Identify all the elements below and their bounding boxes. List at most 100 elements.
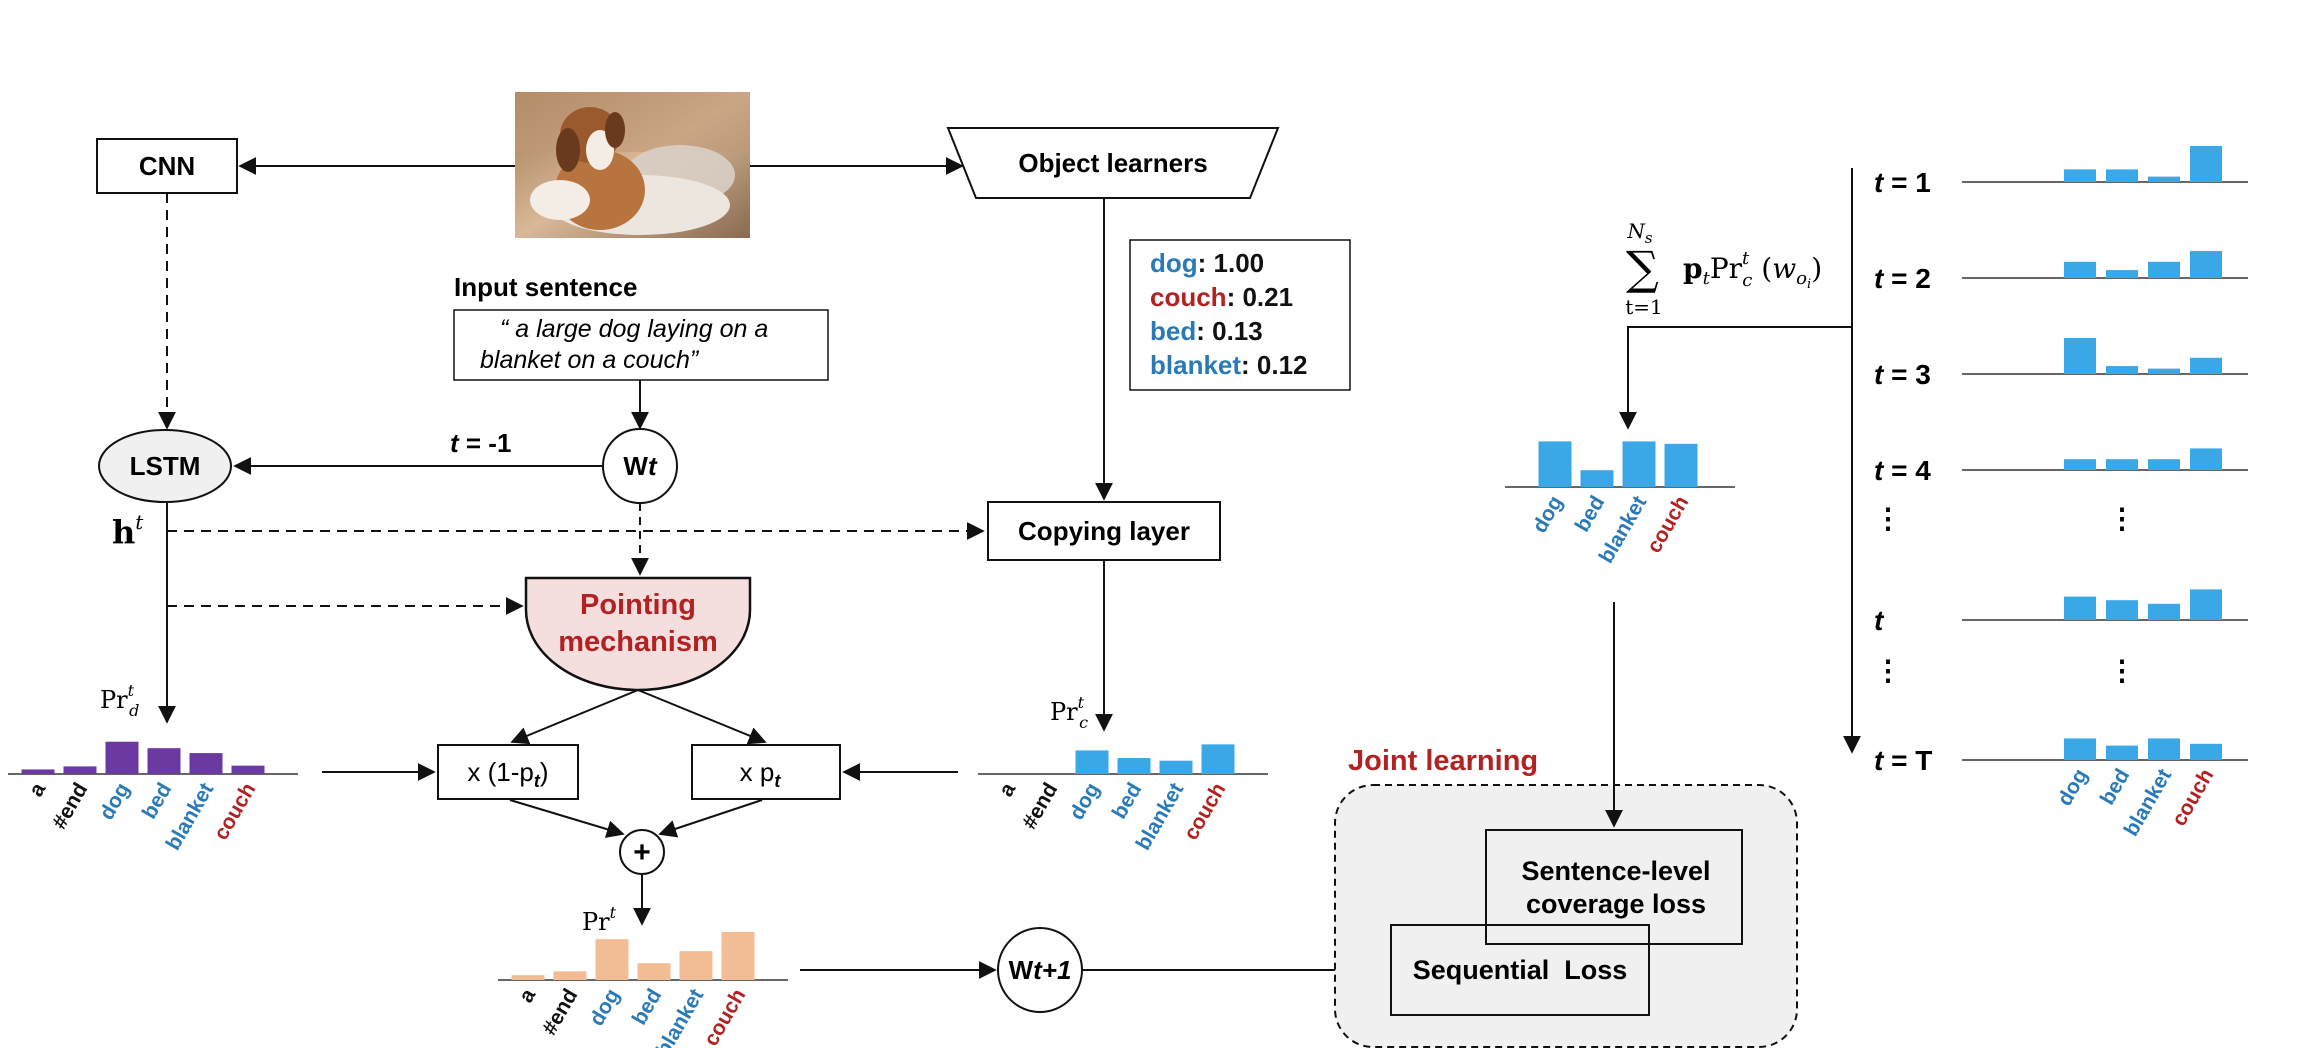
timestep-bar-blanket: [2148, 603, 2180, 620]
prc-tick-bed: bed: [1108, 779, 1147, 823]
timestep-bar-dog: [2064, 596, 2096, 620]
input-sentence-line2: blanket on a couch”: [480, 346, 700, 374]
input-sentence-title: Input sentence: [454, 272, 637, 302]
prc-bar-dog: [1075, 750, 1109, 774]
timestep-bar-bed: [2106, 366, 2138, 374]
joint-learning-title: Joint learning: [1348, 745, 1538, 777]
svg-text:t = -1: t = -1: [450, 428, 511, 458]
timestep-bar-bed: [2106, 745, 2138, 760]
timestep-eq: = 1: [1883, 167, 1930, 198]
pointing-mechanism: Pointing mechanism: [524, 576, 752, 692]
wt-label: W: [623, 451, 648, 481]
object-score-dog: dog: 1.00: [1150, 248, 1264, 278]
cnn-label: CNN: [139, 151, 195, 181]
timestep-var: ⋮: [1874, 503, 1902, 534]
prc-label-sub: c: [1079, 713, 1088, 732]
timestep-var: t: [1874, 359, 1885, 390]
ht-label: h: [112, 513, 135, 551]
prc-tick-dog: dog: [1065, 779, 1104, 824]
timestep-tick-dog: dog: [2053, 765, 2092, 810]
svg-text:Wt+1: Wt+1: [1009, 955, 1072, 985]
lstm-label: LSTM: [130, 451, 201, 481]
timestep-bar-bed: [2106, 600, 2138, 620]
timestep-bar-blanket: [2148, 368, 2180, 374]
prt-label-sup: t: [610, 903, 617, 922]
sum-bar-couch: [1664, 443, 1698, 487]
timestep-bar-dog: [2064, 459, 2096, 470]
timeline-to-sum-arrow: [1619, 326, 1852, 430]
prd-bar-end: [63, 766, 97, 774]
svg-text:Prt: Prt: [582, 903, 617, 936]
prt-bar-a: [511, 975, 545, 980]
timestep-var: t: [1874, 167, 1885, 198]
timestep-var: ⋮: [1874, 655, 1902, 686]
prc-bar-couch: [1201, 744, 1235, 774]
p-sub: t: [774, 771, 781, 791]
timestep-label: t: [1874, 605, 1885, 636]
prt-bar-end: [553, 971, 587, 980]
wt1-node: Wt+1: [997, 927, 1083, 1013]
timestep-bar-dog: [2064, 169, 2096, 182]
timestep-label: t = T: [1874, 745, 1932, 776]
timestep-bar-bed: [2106, 459, 2138, 470]
object-score-word: blanket: [1150, 350, 1241, 380]
timestep-bar-dog: [2064, 338, 2096, 374]
timestep-bar-blanket: [2148, 459, 2180, 470]
timestep-label: t = 1: [1874, 167, 1931, 198]
sequential-loss-label: Sequential Loss: [1413, 955, 1628, 985]
pointing-to-p: [637, 689, 767, 745]
prd-tick-a: a: [25, 779, 51, 801]
timestep-bar-couch: [2190, 146, 2222, 182]
prt-tick-bed: bed: [628, 985, 667, 1029]
wt1-label: W: [1009, 955, 1034, 985]
sum-upper: N: [1626, 219, 1646, 243]
one-minus-p-label: x (1-p: [467, 757, 533, 787]
input-sentence-box: “ a large dog laying on a blanket on a c…: [453, 309, 829, 381]
prt-bar-dog: [595, 939, 629, 980]
timestep-tick-bed: bed: [2096, 765, 2135, 809]
prd-label-sup: t: [128, 681, 135, 700]
object-learners-box: Object learners: [946, 127, 1280, 199]
timestep-eq: = T: [1883, 745, 1932, 776]
timestep-ellipsis: ⋮: [2108, 655, 2136, 686]
object-score-blanket: blanket: 0.12: [1150, 350, 1308, 380]
coverage-line1: Sentence-level: [1521, 856, 1710, 886]
sum-upper-sub: s: [1645, 229, 1653, 247]
prt-tick-dog: dog: [585, 985, 624, 1030]
object-score-word: couch: [1150, 282, 1227, 312]
prd-label-sub: d: [129, 701, 139, 720]
sum-tick-dog: dog: [1528, 492, 1567, 537]
sum-lower: t=1: [1625, 295, 1663, 319]
prc-bar-blanket: [1159, 760, 1193, 774]
timestep-bar-blanket: [2148, 261, 2180, 278]
one-minus-p-sub: t: [534, 771, 541, 791]
timestep-label: t = 4: [1874, 455, 1931, 486]
wt-node: Wt: [602, 428, 678, 504]
sum-bar-dog: [1538, 441, 1572, 487]
sum-tick-bed: bed: [1571, 492, 1610, 536]
prd-label: Pr: [100, 686, 128, 714]
input-image: [515, 92, 750, 238]
timestep-bar-couch: [2190, 743, 2222, 760]
t-minus1-t: t: [450, 428, 460, 458]
sum-tick-couch: couch: [1642, 492, 1693, 557]
timestep-bar-bed: [2106, 169, 2138, 182]
prt-bar-blanket: [679, 951, 713, 980]
lstm-node: LSTM: [98, 429, 232, 503]
timestep-ellipsis: ⋮: [2108, 503, 2136, 534]
object-score-couch: couch: 0.21: [1150, 282, 1293, 312]
prt-label: Pr: [582, 908, 610, 936]
plus-label: +: [633, 836, 651, 869]
svg-text:Wt: Wt: [623, 451, 658, 481]
prt-tick-couch: couch: [699, 985, 750, 1048]
sum-bar-bed: [1580, 470, 1614, 487]
copying-layer-label: Copying layer: [1018, 516, 1190, 546]
one-minus-p-close: ): [540, 757, 549, 787]
p-box: x pt: [691, 744, 841, 800]
timestep-label: ⋮: [1874, 503, 1902, 534]
